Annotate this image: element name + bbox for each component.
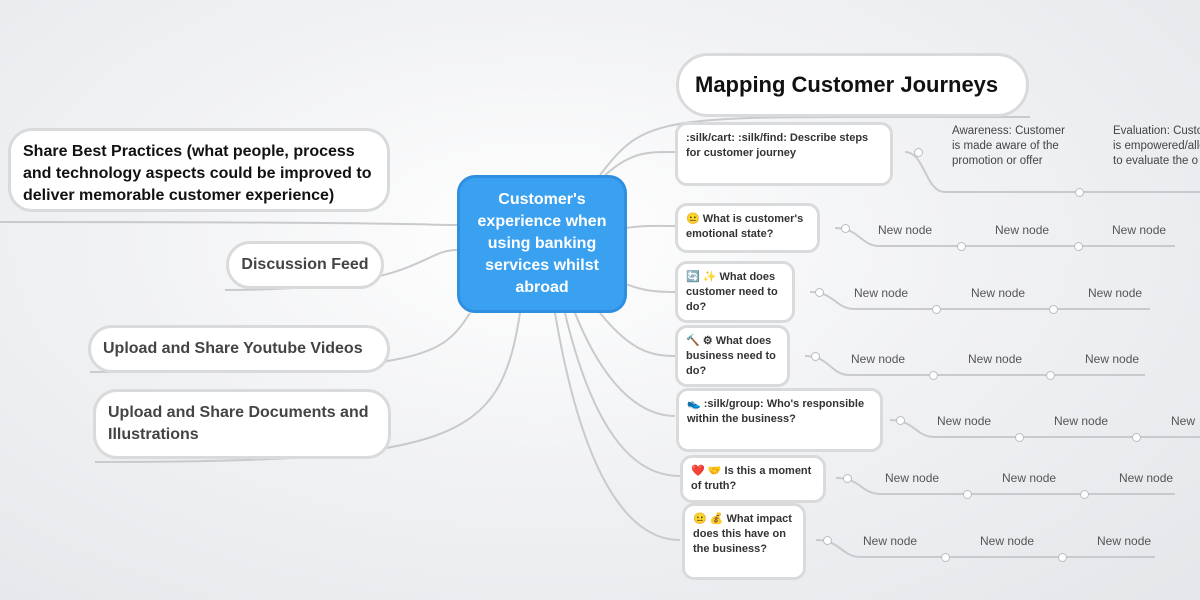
question-node-customer-need[interactable]: 🔄 ✨ What does customer need to do? bbox=[675, 261, 795, 323]
question-node-moment-of-truth[interactable]: ❤️ 🤝 Is this a moment of truth? bbox=[680, 455, 826, 503]
collapse-dot[interactable] bbox=[1074, 242, 1083, 251]
upload-documents-node[interactable]: Upload and Share Documents and Illustrat… bbox=[93, 389, 391, 459]
new-node[interactable]: New node bbox=[1119, 471, 1174, 485]
node-label: What is customer's emotional state? bbox=[686, 213, 804, 240]
title-node[interactable]: Mapping Customer Journeys bbox=[676, 53, 1029, 117]
new-node[interactable]: New node bbox=[885, 471, 940, 485]
new-node[interactable]: New node bbox=[1112, 223, 1167, 237]
node-label: :silk/cart: :silk/find: Describe steps f… bbox=[686, 132, 869, 159]
new-node[interactable]: New node bbox=[1088, 286, 1143, 300]
share-best-practices-node[interactable]: Share Best Practices (what people, proce… bbox=[8, 128, 390, 212]
collapse-dot[interactable] bbox=[815, 288, 824, 297]
discussion-feed-node[interactable]: Discussion Feed bbox=[226, 241, 384, 289]
new-node[interactable]: New node bbox=[1054, 414, 1109, 428]
node-label: What does customer need to do? bbox=[686, 271, 778, 313]
new-node-partial[interactable]: New bbox=[1171, 414, 1196, 428]
new-node[interactable]: New node bbox=[1097, 534, 1152, 548]
new-node[interactable]: New node bbox=[995, 223, 1050, 237]
question-node-impact[interactable]: 😐 💰 What impact does this have on the bu… bbox=[682, 503, 806, 580]
node-label: Upload and Share Youtube Videos bbox=[103, 340, 363, 357]
question-node-journey-steps[interactable]: :silk/cart: :silk/find: Describe steps f… bbox=[675, 122, 893, 186]
collapse-dot[interactable] bbox=[1075, 188, 1084, 197]
emoji-icon: 😐 💰 bbox=[693, 513, 724, 525]
question-node-business-need[interactable]: 🔨 ⚙ What does business need to do? bbox=[675, 325, 790, 387]
new-node[interactable]: New node bbox=[980, 534, 1035, 548]
collapse-dot[interactable] bbox=[1080, 490, 1089, 499]
question-node-responsible[interactable]: 👟 :silk/group: Who's responsible within … bbox=[676, 388, 883, 452]
collapse-dot[interactable] bbox=[941, 553, 950, 562]
journey-step-awareness[interactable]: Awareness: Customer is made aware of the… bbox=[952, 125, 1065, 167]
collapse-dot[interactable] bbox=[1049, 305, 1058, 314]
new-node[interactable]: New node bbox=[878, 223, 933, 237]
new-node[interactable]: New node bbox=[1085, 352, 1140, 366]
shoe-icon: 👟 bbox=[687, 398, 701, 410]
heart-handshake-icon: ❤️ 🤝 bbox=[691, 465, 722, 477]
collapse-dot[interactable] bbox=[1058, 553, 1067, 562]
node-label: :silk/group: Who's responsible within th… bbox=[687, 398, 865, 425]
collapse-dot[interactable] bbox=[914, 148, 923, 157]
node-label: What impact does this have on the busine… bbox=[693, 513, 792, 555]
collapse-dot[interactable] bbox=[929, 371, 938, 380]
collapse-dot[interactable] bbox=[1046, 371, 1055, 380]
new-node[interactable]: New node bbox=[968, 352, 1023, 366]
collapse-dot[interactable] bbox=[823, 536, 832, 545]
journey-step-evaluation[interactable]: Evaluation: Customer is empowered/allowe… bbox=[1113, 125, 1200, 167]
collapse-dot[interactable] bbox=[957, 242, 966, 251]
central-topic-label: Customer's experience when using banking… bbox=[477, 191, 607, 296]
node-label: What does business need to do? bbox=[686, 335, 776, 377]
question-node-emotional-state[interactable]: 😐 What is customer's emotional state? bbox=[675, 203, 820, 253]
collapse-dot[interactable] bbox=[932, 305, 941, 314]
collapse-dot[interactable] bbox=[1015, 433, 1024, 442]
collapse-dot[interactable] bbox=[896, 416, 905, 425]
new-node[interactable]: New node bbox=[971, 286, 1026, 300]
upload-youtube-node[interactable]: Upload and Share Youtube Videos bbox=[88, 325, 390, 373]
node-label: Discussion Feed bbox=[241, 256, 369, 273]
title-label: Mapping Customer Journeys bbox=[695, 72, 999, 97]
emoji-icon: 🔄 ✨ bbox=[686, 271, 717, 283]
new-node[interactable]: New node bbox=[863, 534, 918, 548]
collapse-dot[interactable] bbox=[811, 352, 820, 361]
collapse-dot[interactable] bbox=[843, 474, 852, 483]
node-label: Upload and Share Documents and Illustrat… bbox=[108, 404, 369, 443]
emoji-icon: 😐 bbox=[686, 213, 700, 225]
collapse-dot[interactable] bbox=[1132, 433, 1141, 442]
new-node[interactable]: New node bbox=[937, 414, 992, 428]
collapse-dot[interactable] bbox=[841, 224, 850, 233]
new-node[interactable]: New node bbox=[1002, 471, 1057, 485]
new-node[interactable]: New node bbox=[854, 286, 909, 300]
central-topic[interactable]: Customer's experience when using banking… bbox=[457, 175, 627, 313]
emoji-icon: 🔨 ⚙ bbox=[686, 335, 713, 347]
collapse-dot[interactable] bbox=[963, 490, 972, 499]
new-node[interactable]: New node bbox=[851, 352, 906, 366]
node-label: Is this a moment of truth? bbox=[691, 465, 812, 492]
node-label: Share Best Practices (what people, proce… bbox=[23, 143, 372, 204]
